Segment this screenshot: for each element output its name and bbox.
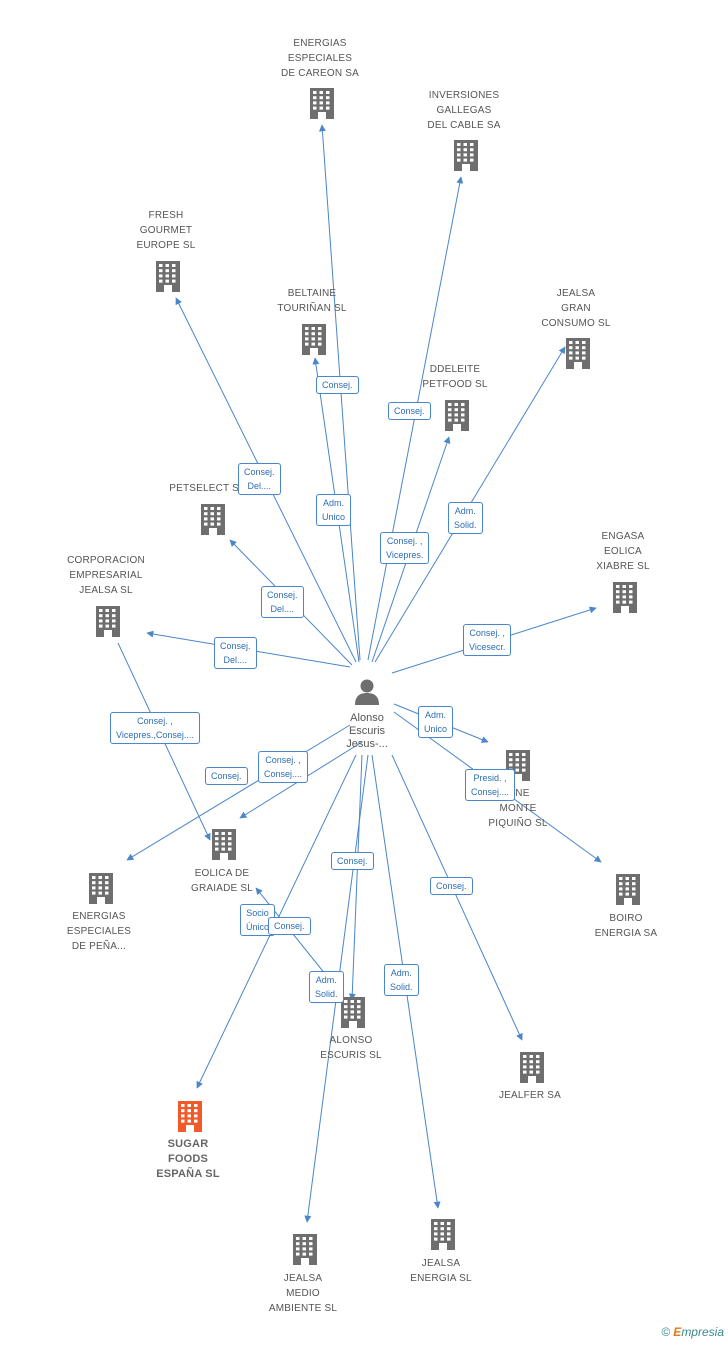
edge-line	[391, 754, 523, 1041]
role-label[interactable]: Consej.	[388, 402, 431, 420]
building-icon[interactable]	[613, 871, 643, 905]
person-name[interactable]: Alonso Escuris Jesus-...	[346, 712, 388, 750]
role-label[interactable]: Adm.Solid.	[448, 502, 483, 534]
building-icon[interactable]	[338, 994, 368, 1028]
role-label[interactable]: Consej. ,Vicesecr.	[463, 624, 512, 656]
company-label-petselect[interactable]: PETSELECT SL	[169, 483, 245, 494]
edge-line	[126, 724, 351, 861]
building-icon[interactable]	[198, 501, 228, 535]
role-label[interactable]: Adm.Unico	[316, 494, 352, 526]
building-icon[interactable]	[610, 579, 640, 613]
building-icon[interactable]	[209, 826, 239, 860]
role-label[interactable]: Consej. ,Vicepres.,Consej....	[110, 712, 200, 744]
role-label[interactable]: Consej. ,Vicepres.	[380, 532, 430, 564]
building-icon[interactable]	[517, 1049, 547, 1083]
building-icon[interactable]	[563, 335, 593, 369]
role-label[interactable]: Adm.Solid.	[309, 971, 344, 1003]
role-label[interactable]: Consej.	[316, 376, 359, 394]
building-icon[interactable]	[299, 321, 329, 355]
brand-initial: E	[673, 1325, 682, 1339]
role-label[interactable]: Consej.Del....	[261, 586, 304, 618]
role-label[interactable]: Adm.Unico	[418, 706, 454, 738]
empresia-brand[interactable]: ©Empresia	[661, 1325, 724, 1339]
building-icon[interactable]	[307, 85, 337, 119]
person-icon[interactable]	[352, 676, 382, 706]
building-icon[interactable]	[442, 397, 472, 431]
role-label[interactable]: Consej.	[331, 852, 374, 870]
role-label[interactable]: Consej.	[430, 877, 473, 895]
copyright-symbol: ©	[661, 1325, 671, 1339]
building-icon[interactable]	[428, 1216, 458, 1250]
role-label[interactable]: Consej.Del....	[238, 463, 281, 495]
role-label[interactable]: Consej.	[268, 917, 311, 935]
building-icon[interactable]	[175, 1098, 205, 1132]
building-icon[interactable]	[86, 870, 116, 904]
role-label[interactable]: Presid. ,Consej....	[465, 769, 516, 801]
brand-name: mpresia	[681, 1325, 724, 1339]
building-icon[interactable]	[93, 603, 123, 637]
role-label[interactable]: Consej.Del....	[214, 637, 257, 669]
building-icon[interactable]	[451, 137, 481, 171]
company-label-jealfer[interactable]: JEALFER SA	[498, 1090, 562, 1101]
role-label[interactable]: Consej.	[205, 767, 248, 785]
building-icon[interactable]	[153, 258, 183, 292]
edge-line	[348, 754, 363, 1001]
role-label[interactable]: Adm.Solid.	[384, 964, 419, 996]
building-icon[interactable]	[290, 1231, 320, 1265]
role-label[interactable]: Consej. ,Consej....	[258, 751, 309, 783]
